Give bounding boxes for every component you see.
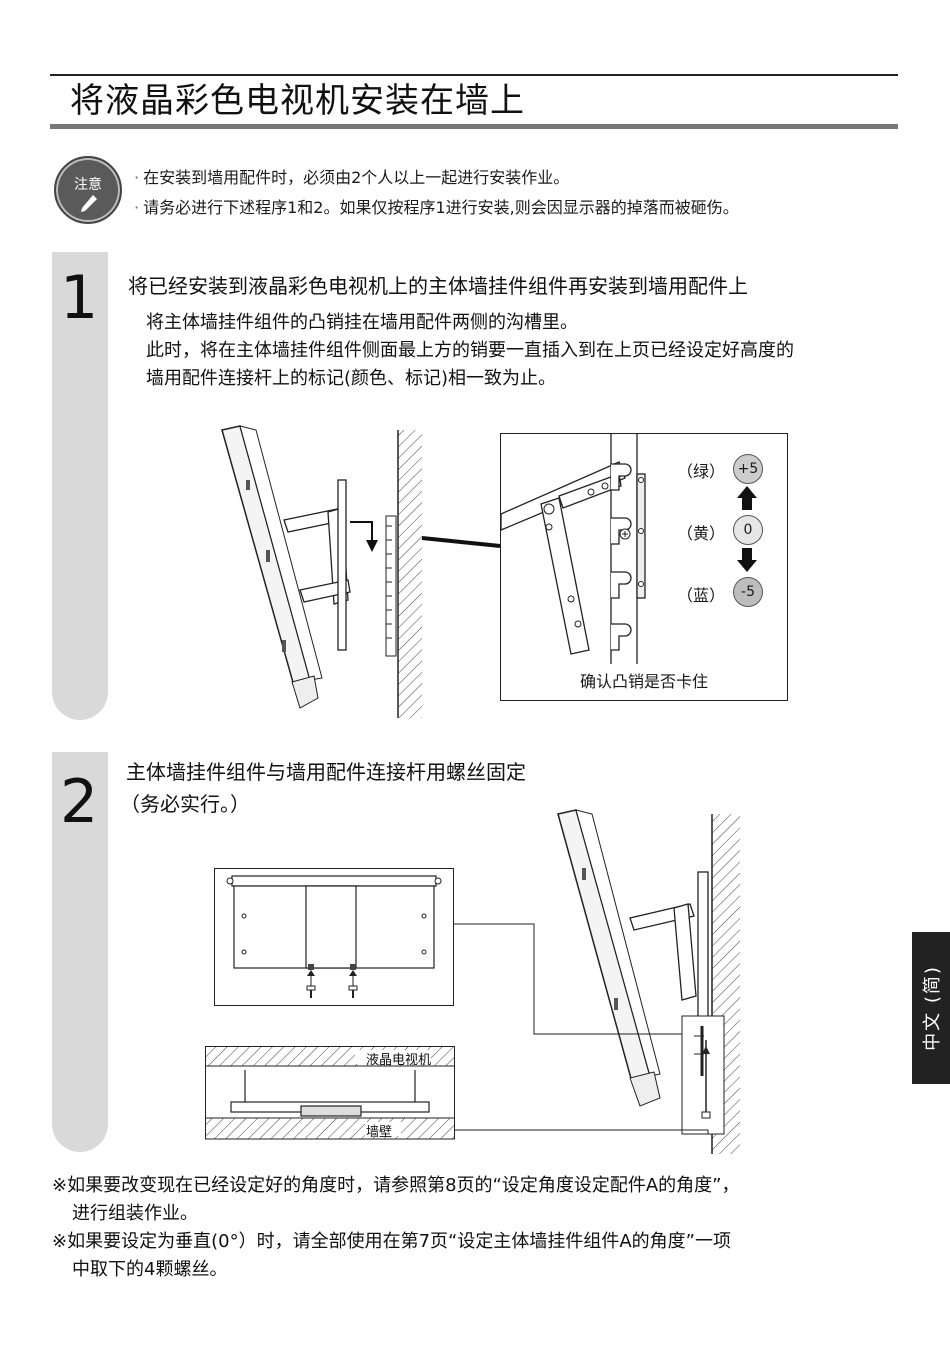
step2-bar (52, 752, 108, 1152)
title-rule-bottom (50, 124, 898, 129)
page-title: 将液晶彩色电视机安装在墙上 (70, 81, 525, 121)
step1-body-1: 将主体墙挂件组件的凸销挂在墙用配件两侧的沟槽里。 (146, 312, 578, 333)
pen-icon (81, 195, 97, 212)
label-wall: 墙壁 (366, 1125, 393, 1140)
language-tab-label: 中文 (简) (922, 965, 943, 1051)
marker-zero-badge: 0 (733, 515, 763, 545)
step2-number: 2 (60, 767, 99, 837)
step1-detail-box: （绿） +5 （黄） 0 （蓝） -5 确认凸销是否卡住 (500, 433, 788, 701)
note-2-cont: 中取下的4颗螺丝。 (72, 1259, 228, 1280)
step2-side-view-illustration (454, 809, 740, 1154)
title-rule-top (50, 74, 898, 76)
caution-badge: 注意 (54, 156, 122, 224)
caution-label: 注意 (74, 177, 102, 193)
step1-side-view-illustration (221, 425, 501, 718)
step2-heading: 主体墙挂件组件与墙用配件连接杆用螺丝固定 (126, 760, 526, 784)
step2-front-view-illustration (214, 868, 454, 1006)
step1-body-2: 此时，将在主体墙挂件组件侧面最上方的销要一直插入到在上页已经设定好高度的 (146, 340, 794, 361)
marker-yellow-label: （黄） (677, 524, 726, 543)
caution-line-1: ·在安装到墙用配件时，必须由2个人以上一起进行安装作业。 (134, 168, 570, 187)
note-2: ※如果要设定为垂直(0°）时，请全部使用在第7页“设定主体墙挂件组件A的角度”一… (52, 1231, 731, 1252)
step1-heading: 将已经安装到液晶彩色电视机上的主体墙挂件组件再安装到墙用配件上 (128, 274, 748, 298)
marker-blue-label: （蓝） (677, 586, 726, 605)
marker-green-label: （绿） (677, 462, 726, 481)
marker-plus5-badge: +5 (733, 454, 763, 484)
step1-bar (52, 252, 108, 720)
language-tab: 中文 (简) (912, 932, 950, 1084)
step1-detail-illustration (501, 434, 757, 664)
note-1: ※如果要改变现在已经设定好的角度时，请参照第8页的“设定角度设定配件A的角度”， (52, 1175, 740, 1196)
step1-number: 1 (60, 263, 99, 333)
caution-line-2: ·请务必进行下述程序1和2。如果仅按程序1进行安装,则会因显示器的掉落而被砸伤。 (134, 198, 739, 217)
step2-subheading: （务必实行。） (120, 792, 250, 816)
step1-body-3: 墙用配件连接杆上的标记(颜色、标记)相一致为止。 (146, 368, 557, 389)
step2-top-view-illustration (205, 1046, 455, 1140)
note-1-cont: 进行组装作业。 (72, 1203, 198, 1224)
marker-minus5-badge: -5 (733, 577, 763, 607)
label-tv: 液晶电视机 (366, 1053, 432, 1068)
detail-caption: 确认凸销是否卡住 (579, 672, 708, 691)
